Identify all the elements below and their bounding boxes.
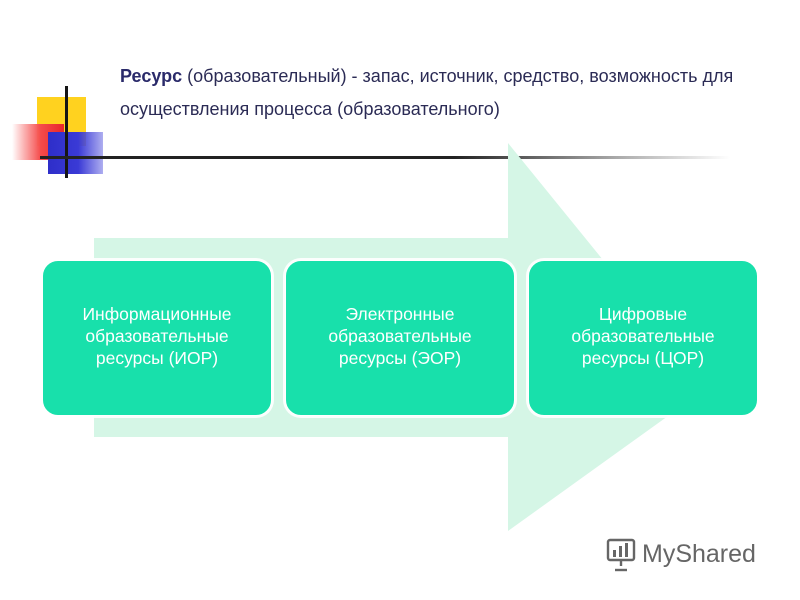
decor-vertical-line	[65, 86, 68, 178]
resource-box-label: Электронные образовательные ресурсы (ЭОР…	[328, 304, 472, 368]
resource-box-ior: Информационные образовательные ресурсы (…	[42, 260, 272, 416]
resource-box-cor: Цифровые образовательные ресурсы (ЦОР)	[528, 260, 758, 416]
resource-box-label: Цифровые образовательные ресурсы (ЦОР)	[571, 304, 715, 368]
watermark-text: MyShared	[642, 539, 756, 568]
resource-box-eor: Электронные образовательные ресурсы (ЭОР…	[285, 260, 515, 416]
watermark: MyShared	[606, 536, 756, 572]
title-definition: (образовательный) - запас, источник, сре…	[120, 66, 734, 119]
decor-horizontal-line	[40, 156, 730, 159]
decor-blue-square	[48, 132, 103, 174]
myshared-logo-icon	[606, 538, 636, 572]
slide-title: Ресурс (образовательный) - запас, источн…	[120, 60, 780, 126]
resource-box-label: Информационные образовательные ресурсы (…	[82, 304, 232, 368]
title-term: Ресурс	[120, 66, 183, 86]
